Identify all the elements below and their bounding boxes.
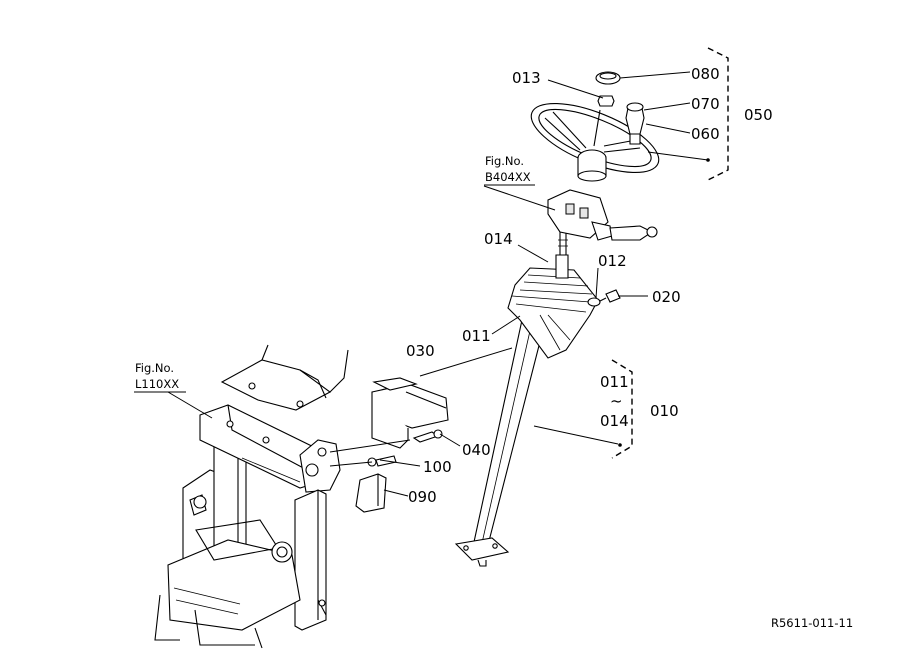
range-to: 014 xyxy=(600,412,629,430)
drawing-code: R5611-011-11 xyxy=(771,616,853,630)
column-boot xyxy=(507,227,599,359)
bolt-040 xyxy=(412,429,443,443)
group-dot-010 xyxy=(618,443,622,447)
label-090: 090 xyxy=(408,488,437,506)
range-from: 011 xyxy=(600,373,629,391)
range-separator: ~ xyxy=(610,392,623,410)
fig-ref-upper-code: B404XX xyxy=(485,170,531,184)
label-011: 011 xyxy=(462,327,491,345)
label-012: 012 xyxy=(598,252,627,270)
group-dot-050 xyxy=(706,158,710,162)
fig-ref-lower-code: L110XX xyxy=(135,377,179,391)
label-030: 030 xyxy=(406,342,435,360)
center-cap xyxy=(595,71,621,85)
label-040: 040 xyxy=(462,441,491,459)
combination-switch xyxy=(547,189,658,241)
washer-012 xyxy=(587,297,601,307)
spinner-knob xyxy=(625,102,645,145)
fig-ref-upper-title: Fig.No. xyxy=(485,154,524,168)
group-bracket-050 xyxy=(707,47,729,181)
cover-090 xyxy=(355,473,387,513)
bracket-030 xyxy=(371,377,449,449)
bolt-100 xyxy=(367,455,397,467)
fig-ref-lower-title: Fig.No. xyxy=(135,361,174,375)
label-060: 060 xyxy=(691,125,720,143)
label-070: 070 xyxy=(691,95,720,113)
bolt-020 xyxy=(597,289,621,303)
label-100: 100 xyxy=(423,458,452,476)
steering-wheel xyxy=(530,103,660,182)
steering-column xyxy=(454,319,545,567)
dash-frame-assembly xyxy=(154,344,349,649)
label-010: 010 xyxy=(650,402,679,420)
label-014: 014 xyxy=(484,230,513,248)
label-013: 013 xyxy=(512,69,541,87)
group-bracket-010 xyxy=(611,359,633,459)
label-020: 020 xyxy=(652,288,681,306)
label-050: 050 xyxy=(744,106,773,124)
label-080: 080 xyxy=(691,65,720,83)
nut-013 xyxy=(597,95,615,107)
leader-lines xyxy=(167,71,709,497)
